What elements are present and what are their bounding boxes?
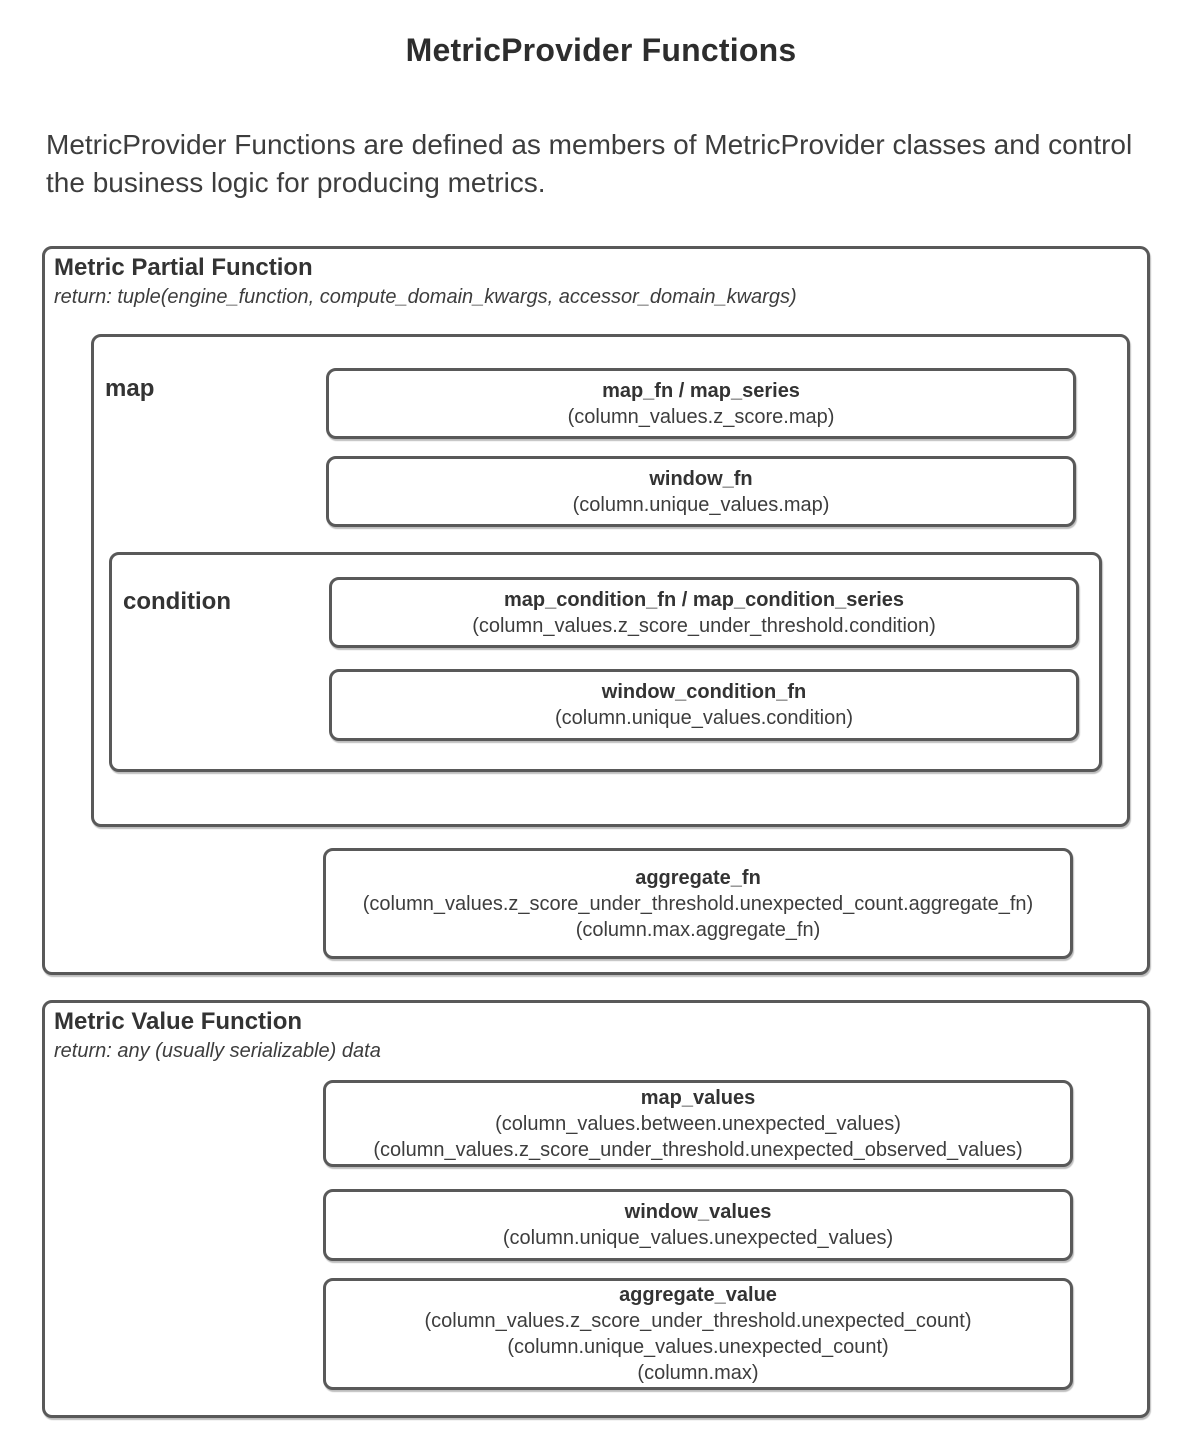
window-fn-title: window_fn bbox=[649, 467, 753, 490]
map-condition-fn-title: map_condition_fn / map_condition_series bbox=[503, 588, 905, 611]
map-values-example-2: (column_values.z_score_under_threshold.u… bbox=[373, 1138, 1023, 1161]
aggregate-fn-box: aggregate_fn (column_values.z_score_unde… bbox=[323, 848, 1073, 959]
map-condition-fn-example: (column_values.z_score_under_threshold.c… bbox=[472, 614, 936, 637]
aggregate-value-example-1: (column_values.z_score_under_threshold.u… bbox=[424, 1310, 972, 1332]
window-fn-box: window_fn (column.unique_values.map) bbox=[326, 456, 1076, 527]
window-fn-example: (column.unique_values.map) bbox=[572, 493, 830, 516]
condition-group-label: condition bbox=[123, 588, 231, 615]
window-values-box: window_values (column.unique_values.unex… bbox=[323, 1189, 1073, 1261]
map-group-label: map bbox=[105, 375, 155, 402]
metric-value-function-return-type: return: any (usually serializable) data bbox=[54, 1040, 381, 1062]
metric-value-function-box: Metric Value Function return: any (usual… bbox=[42, 1000, 1150, 1418]
map-values-example-1: (column_values.between.unexpected_values… bbox=[495, 1112, 901, 1135]
window-condition-fn-title: window_condition_fn bbox=[601, 681, 807, 703]
condition-group-box: condition map_condition_fn / map_conditi… bbox=[109, 552, 1102, 772]
aggregate-value-example-3: (column.max) bbox=[637, 1362, 759, 1384]
window-condition-fn-example: (column.unique_values.condition) bbox=[555, 707, 853, 729]
window-condition-fn-box: window_condition_fn (column.unique_value… bbox=[329, 669, 1079, 741]
aggregate-value-title: aggregate_value bbox=[619, 1284, 777, 1306]
map-values-title: map_values bbox=[640, 1086, 756, 1109]
metric-partial-function-title: Metric Partial Function bbox=[54, 254, 313, 281]
metric-value-function-header: Metric Value Function return: any (usual… bbox=[54, 1006, 381, 1065]
map-condition-fn-box: map_condition_fn / map_condition_series … bbox=[329, 577, 1079, 648]
metric-partial-function-return-type: return: tuple(engine_function, compute_d… bbox=[54, 286, 797, 308]
aggregate-fn-example-2: (column.max.aggregate_fn) bbox=[575, 918, 821, 941]
metric-partial-function-header: Metric Partial Function return: tuple(en… bbox=[54, 252, 797, 311]
aggregate-value-box: aggregate_value (column_values.z_score_u… bbox=[323, 1278, 1073, 1390]
metric-partial-function-box: Metric Partial Function return: tuple(en… bbox=[42, 246, 1150, 975]
page-title: MetricProvider Functions bbox=[405, 32, 797, 68]
map-fn-example: (column_values.z_score.map) bbox=[567, 405, 835, 428]
window-values-title: window_values bbox=[624, 1201, 772, 1223]
intro-paragraph: MetricProvider Functions are defined as … bbox=[46, 129, 1133, 198]
map-group-box: map map_fn / map_series (column_values.z… bbox=[91, 334, 1130, 827]
aggregate-fn-title: aggregate_fn bbox=[635, 866, 761, 889]
map-values-box: map_values (column_values.between.unexpe… bbox=[323, 1080, 1073, 1167]
map-fn-title: map_fn / map_series bbox=[602, 379, 800, 402]
metric-value-function-title: Metric Value Function bbox=[54, 1008, 303, 1035]
aggregate-fn-example-1: (column_values.z_score_under_threshold.u… bbox=[362, 892, 1034, 915]
window-values-example: (column.unique_values.unexpected_values) bbox=[502, 1227, 894, 1249]
map-fn-box: map_fn / map_series (column_values.z_sco… bbox=[326, 368, 1076, 439]
aggregate-value-example-2: (column.unique_values.unexpected_count) bbox=[507, 1336, 889, 1358]
